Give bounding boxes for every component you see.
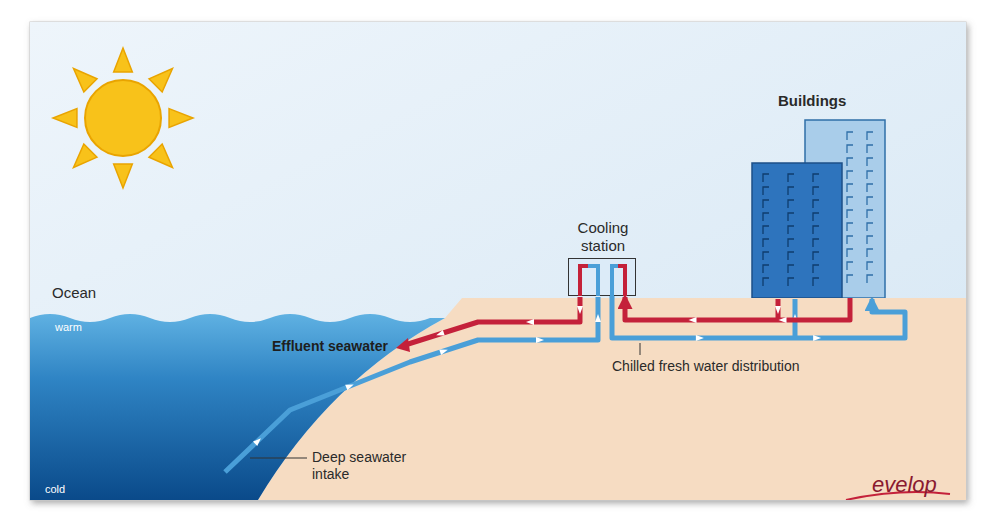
sun-ray xyxy=(74,69,98,93)
pipe-label: Deep seawater intake xyxy=(312,449,412,483)
sun-ray xyxy=(114,164,133,188)
leader-line xyxy=(640,343,641,355)
cooling-station: Cooling station xyxy=(568,258,636,296)
flow-arrow xyxy=(689,317,697,323)
sky xyxy=(30,22,966,500)
pipe-label: Chilled fresh water distribution xyxy=(612,358,800,375)
buildings-illustration xyxy=(745,88,895,298)
flow-arrows xyxy=(689,317,787,323)
depth-label: warm xyxy=(55,321,82,334)
logo-text: evelop xyxy=(872,472,937,498)
heat-exchanger xyxy=(568,258,636,296)
flow-arrows xyxy=(253,306,798,446)
flow-arrow xyxy=(813,335,821,341)
effluent-pipe xyxy=(405,297,580,345)
flow-arrow xyxy=(577,306,583,314)
picture-frame xyxy=(30,22,966,500)
sun-ray xyxy=(74,144,98,168)
flow-arrow xyxy=(435,330,444,338)
flow-arrow xyxy=(775,306,781,314)
return-branch-pipe xyxy=(776,299,781,320)
buildings-heading: Buildings xyxy=(778,92,846,110)
sun xyxy=(53,48,193,188)
building-group: Buildings xyxy=(745,88,895,298)
pipe-connector xyxy=(612,296,905,338)
flow-arrow xyxy=(536,337,544,343)
flow-arrow xyxy=(779,317,787,323)
flow-arrow xyxy=(253,436,263,446)
ocean xyxy=(30,314,445,500)
sun-ray xyxy=(169,109,193,128)
sun-ray xyxy=(149,69,173,93)
flow-arrows xyxy=(696,335,821,341)
flow-arrow xyxy=(595,314,601,322)
flow-arrow xyxy=(526,319,534,325)
pipe-label: Effluent seawater xyxy=(272,338,388,355)
station-heading: Cooling station xyxy=(563,219,643,255)
intake-pipe xyxy=(225,297,598,472)
sun-ray xyxy=(114,48,133,72)
pipe-connector xyxy=(625,297,850,320)
depth-label: cold xyxy=(45,483,65,496)
flow-arrow xyxy=(696,335,704,341)
region-label: Ocean xyxy=(52,284,96,302)
sun-ray xyxy=(53,109,77,128)
flow-arrow xyxy=(345,382,355,391)
effluent-outlet-arrow xyxy=(396,338,410,352)
sun-ray xyxy=(149,144,173,168)
leader-line xyxy=(250,458,307,459)
flow-arrow xyxy=(439,347,448,355)
